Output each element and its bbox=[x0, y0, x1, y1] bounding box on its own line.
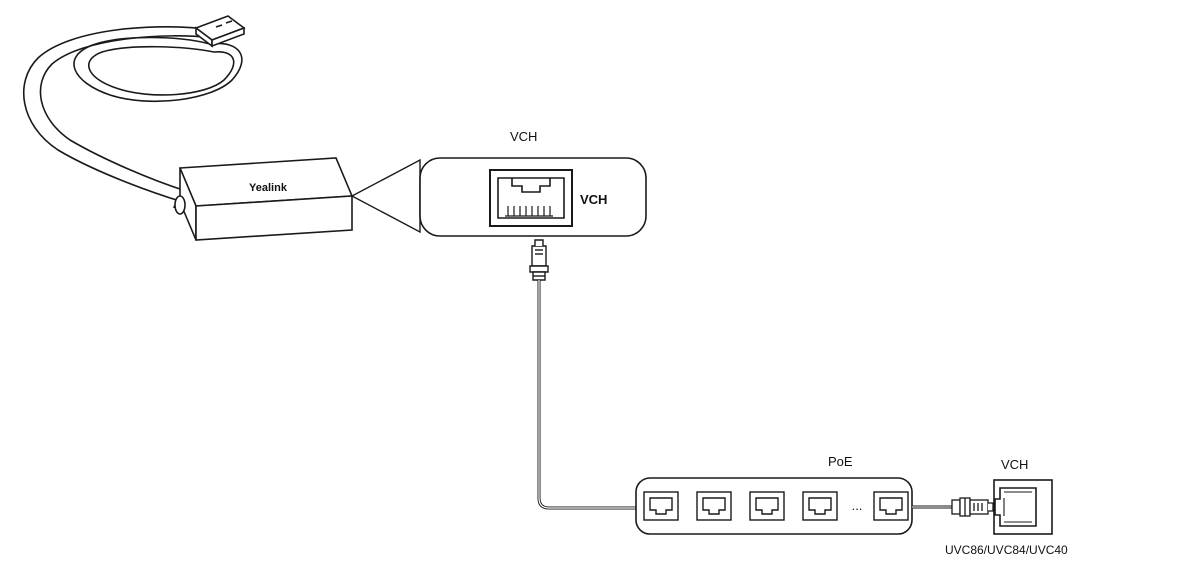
poe-port-icon bbox=[749, 491, 785, 521]
vch-adapter-icon bbox=[174, 157, 354, 241]
poe-ellipsis: ... bbox=[852, 498, 863, 513]
usb-plug-icon bbox=[194, 15, 246, 48]
rj45-port-icon bbox=[489, 169, 573, 227]
network-cable bbox=[537, 280, 636, 510]
rj45-plug-small-icon bbox=[951, 497, 994, 517]
vch-label: VCH bbox=[510, 129, 538, 144]
poe-port-icon bbox=[873, 491, 909, 521]
uvc-models-label: UVC86/UVC84/UVC40 bbox=[945, 543, 1068, 557]
rj45-plug-icon bbox=[529, 239, 549, 281]
vch-device-icon bbox=[993, 479, 1053, 535]
poe-port-icon bbox=[643, 491, 679, 521]
brand-label: Yealink bbox=[249, 182, 288, 194]
poe-port-icon bbox=[802, 491, 838, 521]
usb-cable-icon bbox=[22, 26, 243, 209]
poe-label: PoE bbox=[828, 454, 853, 469]
poe-port-icon bbox=[696, 491, 732, 521]
vch-device-label: VCH bbox=[1001, 457, 1029, 472]
zoom-callout bbox=[350, 158, 421, 234]
vch-zoom-label: VCH bbox=[580, 192, 608, 207]
